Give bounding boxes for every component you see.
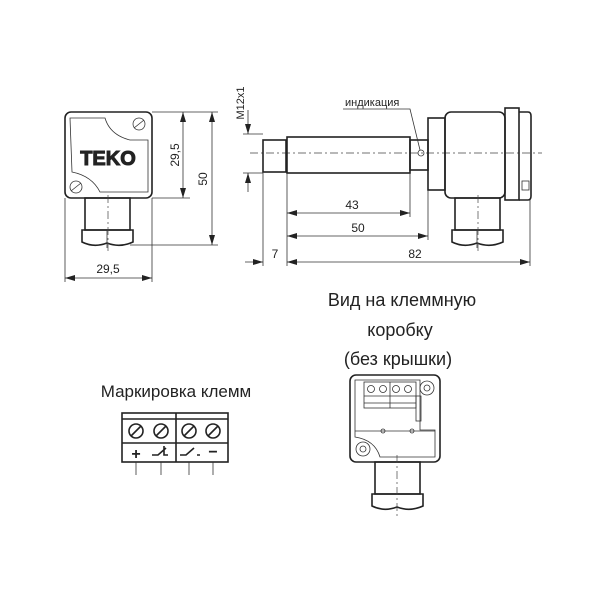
terminal-marking-title: Маркировка клемм (101, 382, 252, 401)
dim-50: 50 (351, 221, 365, 235)
dim-7: 7 (272, 247, 279, 261)
terminal-minus: − (208, 444, 217, 461)
front-view: TEKO 29,5 50 29,5 (64, 111, 218, 282)
terminal-box-title-1: Вид на клеммную (328, 290, 476, 310)
logo: TEKO (80, 148, 136, 170)
dim-82: 82 (408, 247, 422, 261)
no-contact-symbol (180, 447, 200, 456)
terminal-box-view: Вид на клеммную коробку (без крышки) (328, 290, 476, 516)
dim-box-height: 29,5 (168, 143, 182, 167)
thread-label: M12x1 (235, 86, 247, 119)
dim-43: 43 (345, 198, 359, 212)
dim-width: 29,5 (96, 262, 120, 276)
terminal-box-title-3: (без крышки) (344, 349, 452, 369)
terminal-box-title-2: коробку (367, 320, 433, 340)
dim-total-height: 50 (196, 172, 210, 186)
nc-contact-symbol (152, 446, 168, 456)
terminal-marking: Маркировка клемм + − (101, 382, 252, 475)
terminal-plus: + (131, 446, 140, 463)
indication-label: индикация (345, 97, 399, 109)
side-view: M12x1 индикация 43 50 7 82 (235, 86, 542, 266)
